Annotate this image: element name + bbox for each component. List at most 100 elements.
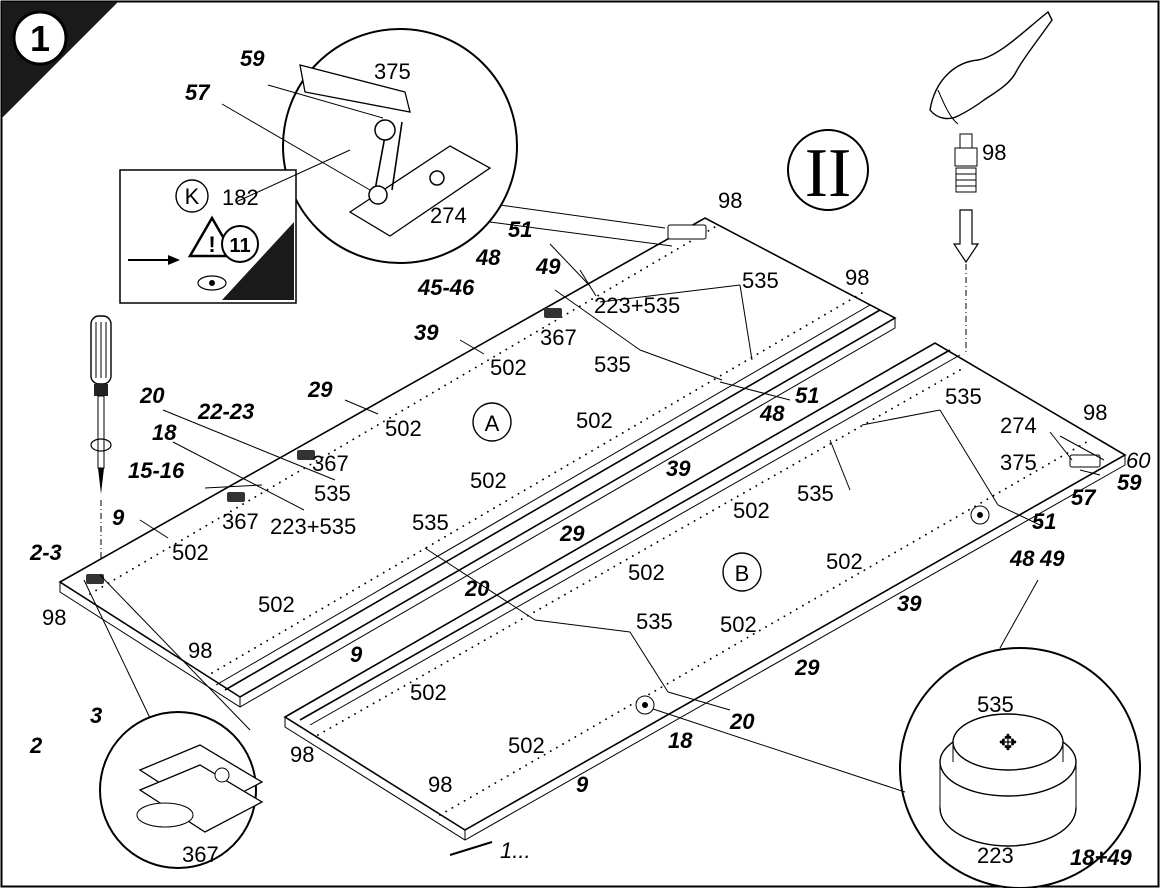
callout-98-26: 98	[188, 638, 212, 663]
cross-icon: ✥	[999, 730, 1017, 755]
clip-3: 3	[90, 703, 102, 728]
callout-535-9: 535	[594, 352, 631, 377]
fittings	[86, 224, 1101, 584]
callout-15-16-19: 15-16	[128, 458, 185, 483]
callout-45-46-5: 45-46	[417, 275, 475, 300]
callout-2-3-24: 2-3	[29, 540, 62, 565]
callout-375-43: 375	[1000, 450, 1037, 475]
callout-51-2: 51	[508, 217, 532, 242]
next-step-arrow-icon	[449, 841, 493, 856]
callout-49-3: 49	[535, 254, 561, 279]
callout-367-20: 367	[222, 509, 259, 534]
callout-39-29: 39	[666, 456, 691, 481]
hinge-274: 274	[430, 203, 467, 228]
cam-535: 535	[977, 692, 1014, 717]
down-arrow-icon	[952, 209, 980, 355]
callout-48-39: 48	[759, 401, 785, 426]
callout-502-35: 502	[258, 592, 295, 617]
callout-48-4: 48	[475, 245, 501, 270]
cam-18-49: 18+49	[1070, 845, 1133, 870]
step-number: 1	[30, 18, 50, 59]
panel-b-letter: B	[735, 561, 750, 586]
cam-detail: ✥	[635, 505, 1141, 889]
callout-98-62: 98	[982, 140, 1006, 165]
callout-98-41: 98	[1083, 400, 1107, 425]
warning-box: K 182 ! 11	[119, 169, 297, 304]
panel-b	[283, 342, 1127, 841]
callout-49-50: 49	[1039, 546, 1065, 571]
callout-535-27: 535	[412, 510, 449, 535]
callout-39-10: 39	[414, 320, 439, 345]
callout-535-40: 535	[945, 384, 982, 409]
callout-98-0: 98	[718, 188, 742, 213]
next-step-label: 1...	[500, 838, 531, 863]
callout-29-32: 29	[559, 521, 585, 546]
panel-a-letter: A	[485, 411, 500, 436]
roman-marker	[787, 129, 869, 211]
callout-57-46: 57	[1071, 485, 1097, 510]
callout-98-60: 98	[290, 742, 314, 767]
callout-535-7: 535	[742, 268, 779, 293]
warning-182: 182	[222, 185, 259, 210]
hinge-375: 375	[374, 59, 411, 84]
callout-60-44: 60	[1126, 448, 1151, 473]
panel-b-marker	[722, 552, 762, 592]
callout-502-51: 502	[826, 549, 863, 574]
callout-98-25: 98	[42, 605, 66, 630]
hinge-57: 57	[185, 80, 211, 105]
callout-502-31: 502	[733, 498, 770, 523]
callout-502-37: 502	[410, 680, 447, 705]
panel-a	[58, 217, 897, 708]
callout-502-33: 502	[628, 560, 665, 585]
callout-20-56: 20	[729, 709, 755, 734]
callout-39-52: 39	[897, 591, 922, 616]
warning-letter: K	[185, 184, 200, 209]
callout-223-535-21: 223+535	[270, 514, 356, 539]
callout-223-535-6: 223+535	[594, 293, 680, 318]
clip-detail	[83, 574, 264, 869]
callout-51-48: 51	[1032, 509, 1056, 534]
callout-274-42: 274	[1000, 413, 1037, 438]
callout-20-34: 20	[464, 576, 490, 601]
clip-367: 367	[182, 842, 219, 867]
bolt-icon	[954, 133, 978, 193]
callout-9-36: 9	[350, 642, 363, 667]
callout-502-23: 502	[172, 540, 209, 565]
step-circle	[12, 10, 68, 66]
callout-535-53: 535	[636, 609, 673, 634]
callout-502-13: 502	[385, 416, 422, 441]
leader-lines	[139, 84, 1105, 711]
hinge-59: 59	[240, 46, 265, 71]
clip-2: 2	[29, 733, 43, 758]
hinge-detail	[282, 28, 673, 264]
callout-22-23-14: 22-23	[197, 399, 254, 424]
callout-9-22: 9	[112, 505, 125, 530]
label-layer: 989851494845-46223+535535367535395022950…	[29, 140, 1151, 797]
callout-502-30: 502	[470, 468, 507, 493]
callout-9-59: 9	[576, 772, 589, 797]
warning-exclamation: !	[208, 232, 215, 257]
callout-29-12: 29	[307, 377, 333, 402]
callout-18-57: 18	[668, 728, 693, 753]
callout-502-54: 502	[720, 612, 757, 637]
panel-a-marker	[472, 402, 512, 442]
callout-367-16: 367	[312, 451, 349, 476]
screwdriver-icon	[90, 315, 112, 560]
callout-502-28: 502	[576, 408, 613, 433]
callout-51-38: 51	[795, 383, 819, 408]
cam-223: 223	[977, 843, 1014, 868]
hand-icon	[929, 10, 1053, 125]
callout-59-45: 59	[1117, 470, 1142, 495]
callout-98-1: 98	[845, 265, 869, 290]
roman-numeral: II	[805, 135, 852, 212]
callout-502-58: 502	[508, 733, 545, 758]
callout-367-8: 367	[540, 325, 577, 350]
callout-29-55: 29	[794, 655, 820, 680]
callout-48-49: 48	[1009, 546, 1035, 571]
callout-98-61: 98	[428, 772, 452, 797]
callout-18-17: 18	[152, 420, 177, 445]
callout-502-11: 502	[490, 355, 527, 380]
